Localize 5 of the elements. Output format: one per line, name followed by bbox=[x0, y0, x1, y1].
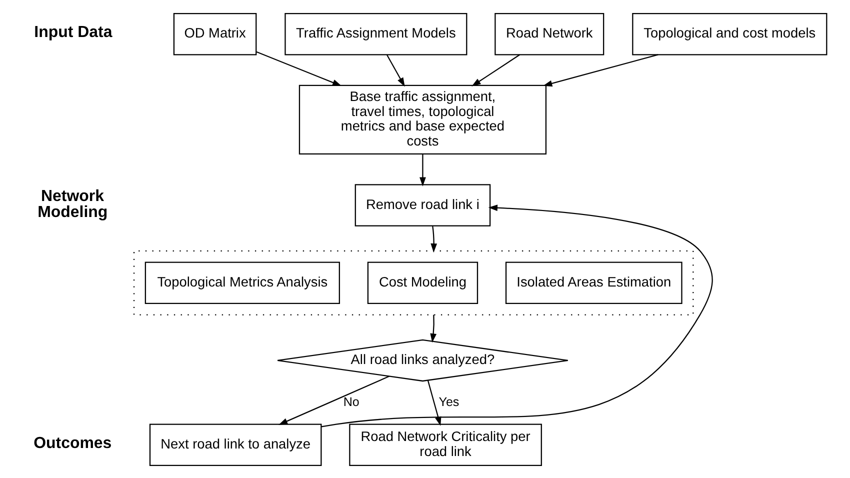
label: Outcomes bbox=[34, 434, 112, 452]
edge-label: No bbox=[343, 394, 360, 408]
label: Network Modeling bbox=[38, 187, 108, 220]
label: Input Data bbox=[34, 24, 112, 41]
edge-label: Yes bbox=[438, 394, 460, 408]
